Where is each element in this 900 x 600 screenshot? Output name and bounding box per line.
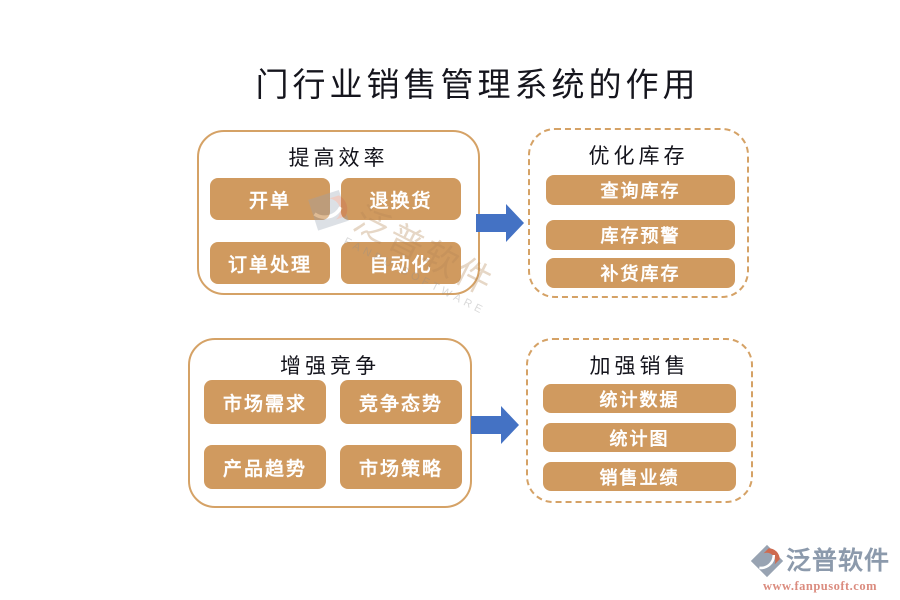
fanpu-logo-icon [750,544,784,578]
item-pill: 补货库存 [546,258,735,288]
group-sales: 加强销售 统计数据 统计图 销售业绩 [526,338,753,503]
group-title: 加强销售 [589,354,690,378]
item-pill: 市场需求 [204,380,326,424]
group-title: 提高效率 [288,146,389,170]
item-pill: 退换货 [341,178,461,220]
arrow-right-icon [471,406,519,444]
item-pill: 库存预警 [546,220,735,250]
group-title: 优化库存 [588,144,689,168]
item-pill: 统计数据 [543,384,736,413]
group-title: 增强竞争 [280,354,380,378]
item-pill: 查询库存 [546,175,735,205]
item-pill: 竞争态势 [340,380,462,424]
page-title: 门行业销售管理系统的作用 [255,68,700,104]
group-competition: 增强竞争 市场需求 竞争态势 产品趋势 市场策略 [188,338,472,508]
arrow-right-icon [476,204,524,242]
group-inventory: 优化库存 查询库存 库存预警 补货库存 [528,128,749,298]
brand-row: 泛普软件 [750,544,890,578]
brand-footer: 泛普软件 www.fanpusoft.com [750,544,890,594]
brand-name: 泛普软件 [785,547,890,575]
item-pill: 自动化 [341,242,461,284]
item-pill: 订单处理 [210,242,330,284]
brand-url: www.fanpusoft.com [762,579,878,593]
item-pill: 产品趋势 [204,445,326,489]
item-pill: 市场策略 [340,445,462,489]
item-pill: 开单 [210,178,330,220]
item-pill: 销售业绩 [543,462,736,491]
group-efficiency: 提高效率 开单 退换货 订单处理 自动化 [197,130,480,295]
item-pill: 统计图 [543,423,736,452]
